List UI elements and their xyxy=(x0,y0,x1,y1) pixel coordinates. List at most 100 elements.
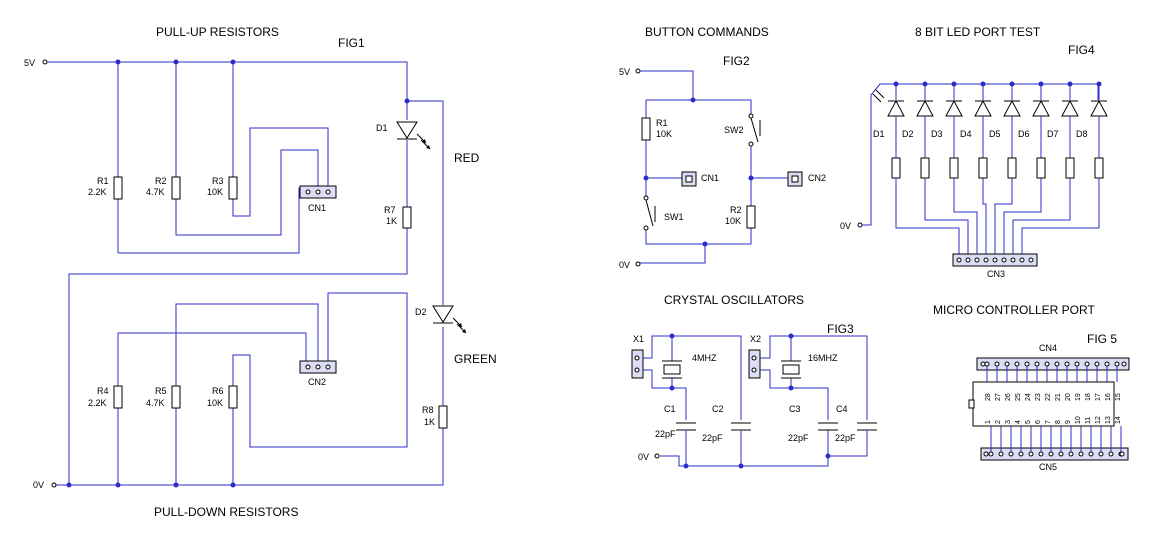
c3-value: 22pF xyxy=(788,433,809,443)
switch-sw1-icon xyxy=(643,195,656,231)
fig1-pullup-pulldown-circuit: 5V 0V xyxy=(24,58,497,490)
chip-pin-27: 27 xyxy=(995,393,1002,401)
cn4-pin-13 xyxy=(1104,361,1110,367)
chip-pin-5: 5 xyxy=(1025,420,1032,424)
r4-value: 2.2K xyxy=(88,398,107,408)
cn4-pin-6 xyxy=(1034,361,1040,367)
chip-pin-12: 12 xyxy=(1095,416,1102,424)
cn4-pin-14 xyxy=(1114,361,1120,367)
fig4-led-port-circuit: 0V CN3 D1 D2 D3 D4 D5 D6 D7 D8 xyxy=(840,81,1108,279)
fig2-r1-label: R1 xyxy=(656,118,668,128)
capacitor-c1-icon xyxy=(676,422,696,431)
fig2-r2-label: R2 xyxy=(730,205,742,215)
chip-pin-9: 9 xyxy=(1065,420,1072,424)
fig4-resistor-1 xyxy=(891,157,901,179)
x2-label: X2 xyxy=(750,334,761,344)
cn4-pin-7 xyxy=(1044,361,1050,367)
cn5-pin-11 xyxy=(1088,451,1094,457)
r5-value: 4.7K xyxy=(146,398,165,408)
fig4-label: FIG4 xyxy=(1068,43,1095,57)
fig4-led-2-icon xyxy=(916,81,969,254)
r8-value: 1K xyxy=(424,417,435,427)
chip-pin-10: 10 xyxy=(1075,416,1082,424)
d2-label: D2 xyxy=(415,307,427,317)
fig4-led-8-icon xyxy=(1021,81,1108,254)
fig1-0v-terminal xyxy=(51,482,57,488)
cn3-pin-5 xyxy=(992,257,998,263)
cn5-pin-6 xyxy=(1038,451,1044,457)
cn3-pin-4 xyxy=(983,257,989,263)
sw2-label: SW2 xyxy=(724,125,744,135)
cn5-pin-5 xyxy=(1028,451,1034,457)
fig4-led-3-icon xyxy=(945,81,978,254)
resistor-r8 xyxy=(438,405,448,429)
button-commands-title: BUTTON COMMANDS xyxy=(645,25,769,39)
red-label: RED xyxy=(454,151,480,165)
chip-pin-26: 26 xyxy=(1005,393,1012,401)
fig2-0v-label: 0V xyxy=(619,260,630,270)
fig4-resistor-4 xyxy=(978,157,988,179)
fig4-led-5-icon xyxy=(994,81,1021,254)
connector-cn2 xyxy=(299,360,337,374)
fig4-d2-label: D2 xyxy=(902,129,914,139)
fig4-led-6-icon xyxy=(1003,81,1050,254)
cn5-pin-end-2 xyxy=(1119,451,1125,457)
r1-value: 2.2K xyxy=(88,187,107,197)
chip-pin-4: 4 xyxy=(1015,420,1022,424)
fig2-label: FIG2 xyxy=(723,54,750,68)
cn5-pin-13 xyxy=(1108,451,1114,457)
cn5-pin-8 xyxy=(1058,451,1064,457)
fig4-d3-label: D3 xyxy=(931,129,943,139)
fig2-cn1-label: CN1 xyxy=(701,173,719,183)
cn5-pin-2 xyxy=(998,451,1004,457)
chip-pin-6: 6 xyxy=(1035,420,1042,424)
cn3-pin-6 xyxy=(1001,257,1007,263)
c1-value: 22pF xyxy=(655,429,676,439)
r4-label: R4 xyxy=(97,386,109,396)
r7-value: 1K xyxy=(386,216,397,226)
connector-x2 xyxy=(748,349,761,379)
resistor-r2 xyxy=(171,176,181,200)
cn3-pin-1 xyxy=(956,257,962,263)
fig1-5v-terminal xyxy=(42,59,48,65)
cn3-pin-8 xyxy=(1019,257,1025,263)
crystal-16mhz-label: 16MHZ xyxy=(808,353,838,363)
cn4-pin-10 xyxy=(1074,361,1080,367)
crystal-4mhz-label: 4MHZ xyxy=(692,353,717,363)
chip-pin-16: 16 xyxy=(1105,393,1112,401)
fig3-crystal-circuit: X1 X2 4MHZ C1 C2 22pF 22 xyxy=(631,333,877,469)
cn4-pin-1 xyxy=(984,361,990,367)
fig4-d7-label: D7 xyxy=(1047,129,1059,139)
r1-label: R1 xyxy=(97,176,109,186)
r8-label: R8 xyxy=(422,405,434,415)
chip-pin-17: 17 xyxy=(1095,393,1102,401)
resistor-r5 xyxy=(171,385,181,409)
chip-pin-19: 19 xyxy=(1075,393,1082,401)
cn5-pin-4 xyxy=(1018,451,1024,457)
fig4-resistor-5 xyxy=(1007,157,1017,179)
chip-pin-20: 20 xyxy=(1065,393,1072,401)
cn5-label: CN5 xyxy=(1039,462,1057,472)
r6-value: 10K xyxy=(207,398,223,408)
fig1-0v-label: 0V xyxy=(33,480,44,490)
fig4-led-1-icon xyxy=(872,81,960,254)
led-port-title: 8 BIT LED PORT TEST xyxy=(915,25,1041,39)
cn4-pin-11 xyxy=(1084,361,1090,367)
r6-label: R6 xyxy=(212,386,224,396)
chip-pin-18: 18 xyxy=(1085,393,1092,401)
chip-pin-7: 7 xyxy=(1045,420,1052,424)
capacitor-c4-icon xyxy=(857,422,877,431)
led-d2-icon xyxy=(432,305,467,334)
chip-pin-11: 11 xyxy=(1085,417,1092,424)
cn5-pin-12 xyxy=(1098,451,1104,457)
fig4-resistor-6 xyxy=(1036,157,1046,179)
cn3-pin-9 xyxy=(1028,257,1034,263)
chip-pin-14: 14 xyxy=(1115,416,1122,424)
resistor-fig2-r2 xyxy=(746,205,756,229)
micro-port-title: MICRO CONTROLLER PORT xyxy=(933,303,1095,317)
fig4-led-7-icon xyxy=(1012,81,1079,254)
connector-x1 xyxy=(631,349,644,379)
resistor-r3 xyxy=(228,176,238,200)
cn4-pin-12 xyxy=(1094,361,1100,367)
